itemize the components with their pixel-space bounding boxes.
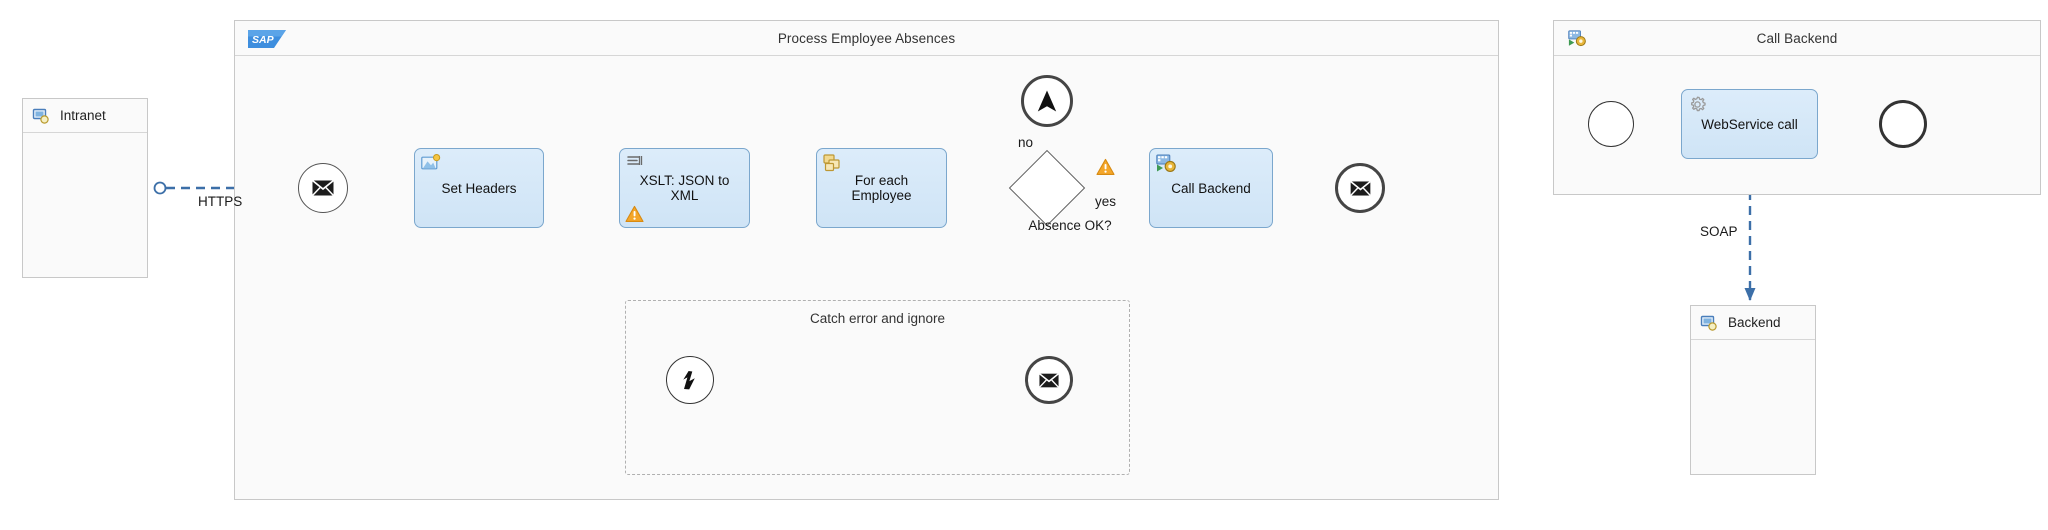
participant-intranet[interactable]: Intranet: [22, 98, 148, 278]
participant-intranet-header: Intranet: [23, 99, 147, 133]
system-monitor-icon: [1700, 314, 1718, 332]
branch-label-no: no: [1018, 135, 1034, 150]
system-monitor-icon: [32, 107, 50, 125]
participant-backend-header: Backend: [1691, 306, 1815, 340]
message-start-event[interactable]: [298, 163, 348, 213]
participant-backend-label: Backend: [1728, 315, 1781, 330]
task-xslt-json-to-xml-label: XSLT: JSON to XML: [639, 173, 730, 203]
task-webservice-call-label: WebService call: [1701, 116, 1798, 132]
envelope-icon: [1038, 372, 1060, 388]
warning-triangle-icon[interactable]: [625, 205, 644, 223]
participant-intranet-label: Intranet: [60, 108, 106, 123]
message-flow-label-soap: SOAP: [1700, 224, 1738, 239]
subprocess-title: Catch error and ignore: [809, 311, 946, 326]
task-set-headers-label: Set Headers: [441, 180, 517, 196]
task-xslt-json-to-xml[interactable]: XSLT: JSON to XML: [619, 148, 750, 228]
content-modifier-icon: [421, 154, 441, 173]
message-end-event-main[interactable]: [1335, 163, 1385, 213]
task-call-backend[interactable]: Call Backend: [1149, 148, 1273, 228]
branch-label-yes: yes: [1095, 194, 1117, 209]
svg-text:SAP: SAP: [252, 34, 275, 46]
splitter-icon: [823, 154, 843, 174]
message-flow-label-https: HTTPS: [198, 194, 243, 209]
task-for-each-employee-label: For each Employee: [851, 173, 912, 203]
lightning-bolt-icon: [680, 369, 700, 391]
pool-process-employee-absences-header: SAP Process Employee Absences: [235, 21, 1498, 56]
task-for-each-employee[interactable]: For each Employee: [816, 148, 947, 228]
terminate-arrow-icon: [1036, 89, 1058, 113]
xslt-mapping-icon: [626, 154, 644, 172]
gear-icon: [1688, 95, 1707, 114]
participant-backend[interactable]: Backend: [1690, 305, 1816, 475]
task-webservice-call[interactable]: WebService call: [1681, 89, 1818, 159]
pool-call-backend-header: Call Backend: [1554, 21, 2040, 56]
exclusive-gateway-shape: [1008, 149, 1086, 227]
subprocess-message-end-event[interactable]: [1025, 356, 1073, 404]
pool-title-process-employee-absences: Process Employee Absences: [777, 30, 956, 46]
envelope-icon: [1349, 180, 1371, 196]
pool-process-employee-absences[interactable]: SAP Process Employee Absences: [234, 20, 1499, 500]
sap-logo: SAP: [248, 29, 290, 49]
subprocess-catch-error-and-ignore[interactable]: Catch error and ignore: [625, 300, 1130, 475]
gateway-absence-ok[interactable]: [1008, 149, 1086, 227]
call-backend-end-event[interactable]: [1879, 100, 1927, 148]
task-set-headers[interactable]: Set Headers: [414, 148, 544, 228]
envelope-icon: [311, 179, 335, 197]
task-call-backend-label: Call Backend: [1171, 180, 1251, 196]
call-backend-start-event[interactable]: [1588, 101, 1634, 147]
gateway-absence-ok-label: Absence OK?: [1028, 218, 1112, 233]
integration-process-icon: [1568, 29, 1587, 48]
pool-title-call-backend: Call Backend: [1756, 30, 1838, 46]
gateway-warning-icon[interactable]: [1096, 158, 1115, 176]
process-call-icon: [1156, 154, 1177, 173]
terminate-end-event[interactable]: [1021, 75, 1073, 127]
error-start-event[interactable]: [666, 356, 714, 404]
